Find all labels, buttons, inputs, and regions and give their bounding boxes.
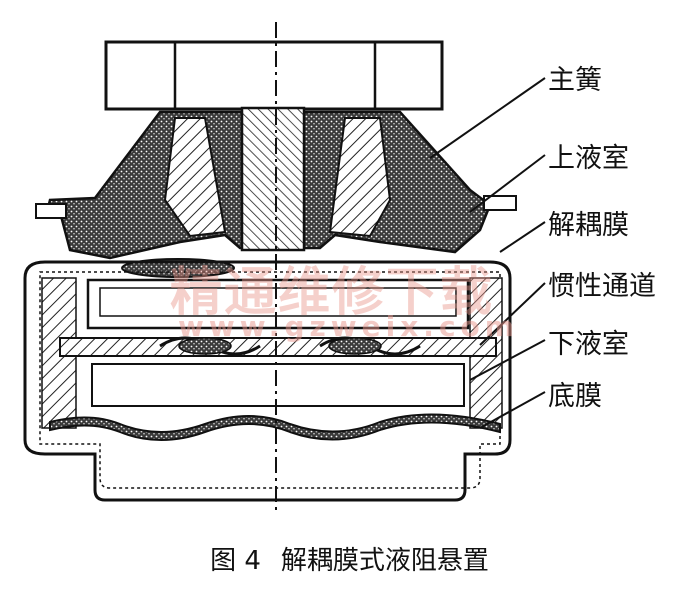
label-main-spring: 主簧 [548,65,602,96]
callout-leaders [429,77,546,429]
inertia-track [59,336,497,357]
watermark-chinese: 精通维修下载 [170,262,495,323]
label-decoupler: 解耦膜 [548,210,629,241]
figure-title: 解耦膜式液阻悬置 [280,546,489,576]
bottom-membrane [49,413,501,441]
label-lower-chamber: 下液室 [548,329,629,360]
left-flange [35,203,67,219]
label-upper-chamber: 上液室 [548,143,629,174]
central-stud [240,106,306,252]
figure-number: 图 4 [210,546,261,576]
top-mounting-block [104,40,444,111]
lower-chamber [91,363,465,407]
label-inertia-track: 惯性通道 [548,271,656,302]
figure-caption: 图 4 解耦膜式液阻悬置 [0,540,699,577]
right-flange [483,195,517,211]
label-bottom-membrane: 底膜 [548,381,602,412]
watermark-url: www.gzweix.com [178,310,519,343]
